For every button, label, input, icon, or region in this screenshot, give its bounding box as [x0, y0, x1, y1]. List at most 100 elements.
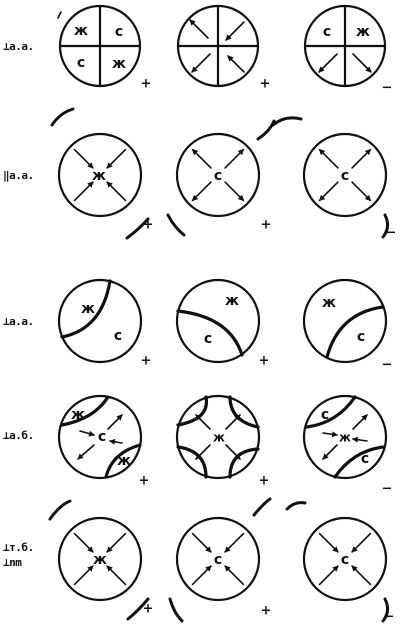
r3-c3-boundary [325, 305, 385, 359]
r2-c2-arrow-1 [224, 181, 245, 202]
r2-c1-arrow-2 [73, 181, 94, 202]
r4-c3-arrow-l [322, 431, 338, 438]
r4-c2-arrow-br [225, 444, 241, 460]
r2-c1-tangent-bottom [125, 217, 150, 240]
r1-c3-letter-s: с [323, 24, 331, 40]
r1-c1-letter-s-top: с [115, 24, 123, 40]
row-label-1: ⊥a.a. [3, 40, 34, 53]
r5-c1-arrow-1 [106, 565, 127, 586]
r2-c1-arrow-1 [106, 181, 127, 202]
r2-c3-tangent-bottom [381, 213, 390, 239]
r5-c2-letter-s: с [214, 552, 222, 568]
r1-c2-arrow-br [227, 55, 245, 73]
r3-c2-circle [175, 278, 261, 364]
r4-c3-letter-s-bottom: с [361, 451, 369, 467]
r4-c1-arrow-tr [107, 414, 123, 430]
r5-c1-arrow-0 [106, 532, 127, 553]
r5-c2-arrow-0 [224, 532, 245, 553]
r4-c1-arrow-in-l [79, 430, 95, 437]
r4-c1-letter-zh-bottom: ж [117, 453, 131, 469]
r4-c1-arrow-bl [77, 444, 95, 460]
r2-c3-sign-minus: − [386, 226, 397, 241]
r2-c3-arrow-0 [351, 148, 372, 169]
r5-c2-tangent-bottom [168, 597, 184, 623]
r5-c3-arrow-1 [351, 565, 372, 586]
r3-c1-circle [57, 278, 143, 364]
r3-c3-sign-minus: − [382, 358, 393, 373]
r3-c3-letter-zh: ж [322, 295, 336, 311]
r5-c1-tangent-top [48, 499, 72, 521]
r4-c1-circle [57, 394, 143, 480]
r2-c3-arrow-1 [351, 181, 372, 202]
r2-c2-tangent-bottom [166, 213, 186, 237]
r2-c1-letter-zh: ж [92, 168, 106, 184]
r4-c3-boundary-bottom [333, 445, 385, 479]
r4-c1-letter-s-center: с [98, 429, 106, 445]
r5-c2-sign-plus: + [261, 604, 272, 619]
r2-c2-arrow-0 [224, 148, 245, 169]
r2-c3-letter-s: с [341, 168, 349, 184]
r4-c1-boundary-bottom [104, 443, 142, 479]
r5-c3-circle [302, 516, 388, 602]
r1-c2-sign-plus: + [260, 77, 271, 92]
r4-c3-sign-minus: − [382, 482, 393, 497]
r2-c2-tangent-top [256, 119, 276, 141]
r2-c1-arrow-3 [73, 148, 94, 169]
r2-c3-tangent-top [271, 116, 303, 127]
r5-c1-tangent-bottom [126, 597, 150, 621]
r4-c2-circle [175, 394, 261, 480]
r3-c1-letter-zh: ж [81, 301, 95, 317]
r5-c2-arrow-2 [191, 565, 212, 586]
r5-c2-circle [175, 516, 261, 602]
r2-c2-arrow-3 [191, 148, 212, 169]
r1-c1-sign-plus: + [141, 77, 152, 92]
r4-c2-arrow-bl [195, 444, 211, 460]
r4-c2-letter-zh: ж [213, 431, 225, 445]
r2-c2-sign-plus: + [261, 218, 272, 233]
r4-c2-arrow-tr [225, 414, 241, 430]
r1-c2-arrow-bl-out [191, 53, 211, 73]
r5-c3-arrow-3 [318, 532, 339, 553]
r5-c3-sign-minus: − [384, 610, 395, 625]
r5-c1-letter-zh: ж [93, 552, 107, 568]
r4-c2-sign-plus: + [259, 474, 270, 489]
r2-c3-circle [302, 132, 388, 218]
r3-c3-circle [302, 278, 388, 364]
r4-c1-letter-zh-top: ж [71, 407, 85, 423]
r1-c2-arrow-tr [225, 21, 245, 41]
r3-c2-letter-s: с [204, 331, 212, 347]
r4-c3-letter-s-top: с [321, 407, 329, 423]
r5-c1-arrow-3 [73, 532, 94, 553]
r1-c2-arrow-tl [189, 19, 209, 39]
r3-c1-sign-plus: + [141, 354, 152, 369]
r3-c2-boundary [176, 309, 244, 357]
r4-c3-circle [302, 394, 388, 480]
r4-c3-arrow-bl [322, 444, 338, 460]
r1-c3-arrow-br [352, 53, 372, 73]
r4-c3-arrow-tr [352, 414, 368, 430]
r4-c2-arc-bl [176, 445, 208, 479]
r5-c2-tangent-top [252, 497, 272, 517]
r4-c3-letter-zh-center: ж [339, 431, 351, 445]
r5-c3-letter-s: с [341, 552, 349, 568]
r5-c2-arrow-1 [224, 565, 245, 586]
r2-c3-arrow-3 [318, 148, 339, 169]
r1-scan-tick [57, 11, 62, 19]
r1-c3-arrow-bl [318, 53, 338, 73]
r2-c1-sign-plus: + [143, 218, 154, 233]
r4-c2-arrow-tl [195, 414, 211, 430]
r5-c3-tangent-bottom [381, 597, 390, 623]
r3-c2-letter-zh: ж [225, 293, 239, 309]
r3-c3-letter-s: с [357, 329, 365, 345]
r1-c3-sign-minus: − [382, 81, 393, 96]
r4-c3-arrow-r [352, 436, 368, 443]
r2-c2-circle [175, 132, 261, 218]
r2-c3-arrow-2 [318, 181, 339, 202]
r3-c1-letter-s: с [114, 328, 122, 344]
r3-c2-sign-plus: + [259, 354, 270, 369]
r4-c1-arrow-in-r [109, 438, 123, 445]
r5-c1-arrow-2 [73, 565, 94, 586]
r5-c2-arrow-3 [191, 532, 212, 553]
r4-c1-boundary-top [60, 395, 110, 427]
